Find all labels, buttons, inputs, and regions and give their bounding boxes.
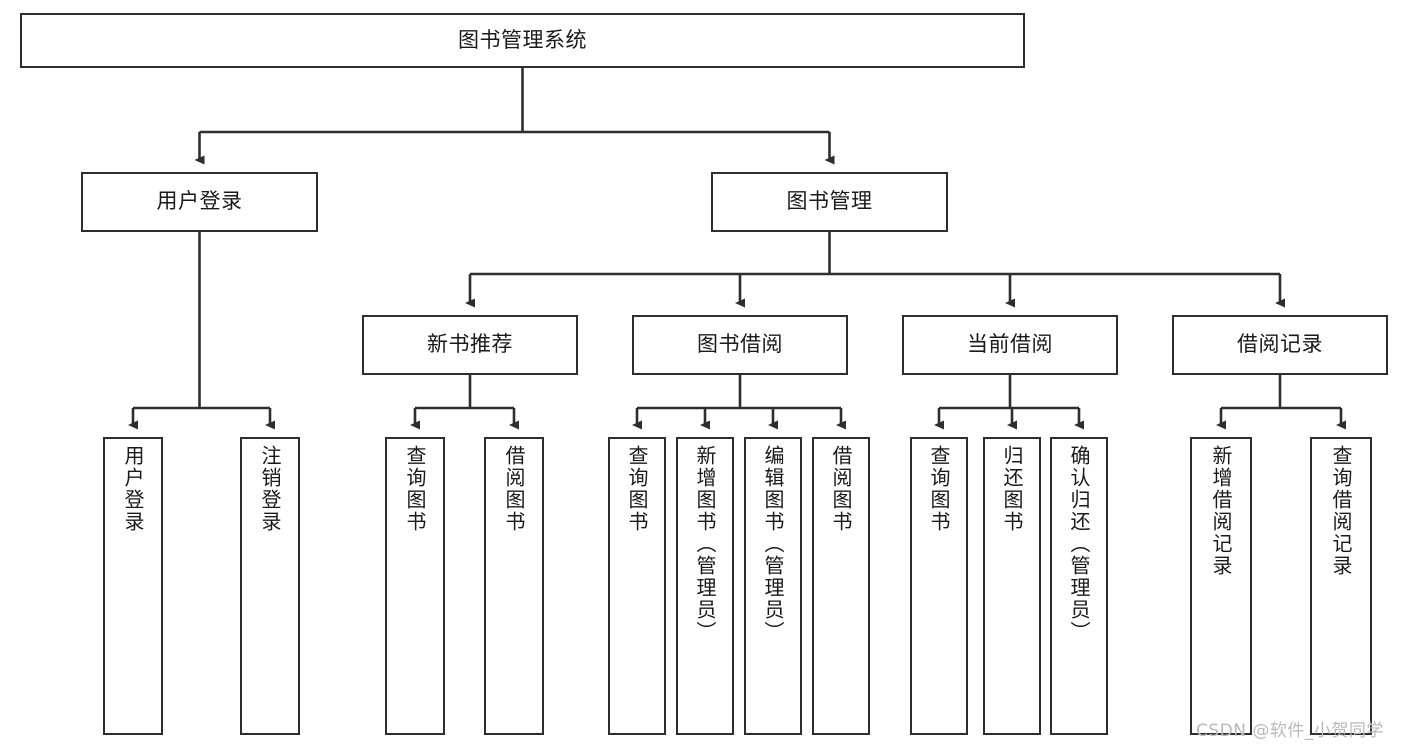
leaf-logout[interactable]: 注销登录 <box>240 437 300 735</box>
node-book-management[interactable]: 图书管理 <box>711 172 948 232</box>
node-new-book-recommend-label: 新书推荐 <box>427 332 513 357</box>
node-root[interactable]: 图书管理系统 <box>20 13 1025 68</box>
leaf-borrow-book[interactable]: 借阅图书 <box>812 437 870 735</box>
leaf-add-borrow-record-label: 新增借阅记录 <box>1209 445 1233 577</box>
node-user-login[interactable]: 用户登录 <box>81 172 318 232</box>
leaf-query-book-borrow[interactable]: 查询图书 <box>608 437 666 735</box>
leaf-query-book-borrow-label: 查询图书 <box>625 445 649 533</box>
leaf-add-borrow-record[interactable]: 新增借阅记录 <box>1190 437 1252 735</box>
node-book-borrow-label: 图书借阅 <box>697 332 783 357</box>
leaf-add-book-admin-label: 新增图书（管理员） <box>693 445 717 643</box>
leaf-edit-book-admin-label: 编辑图书（管理员） <box>761 445 785 643</box>
leaf-borrow-book-label: 借阅图书 <box>829 445 853 533</box>
node-new-book-recommend[interactable]: 新书推荐 <box>362 315 578 375</box>
leaf-user-login-label: 用户登录 <box>121 445 145 533</box>
leaf-user-login[interactable]: 用户登录 <box>103 437 163 735</box>
node-book-borrow[interactable]: 图书借阅 <box>632 315 848 375</box>
leaf-query-book-recommend[interactable]: 查询图书 <box>385 437 445 735</box>
leaf-borrow-book-recommend[interactable]: 借阅图书 <box>484 437 544 735</box>
leaf-query-book-recommend-label: 查询图书 <box>403 445 427 533</box>
leaf-return-book-label: 归还图书 <box>1000 445 1024 533</box>
leaf-borrow-book-recommend-label: 借阅图书 <box>502 445 526 533</box>
leaf-query-borrow-record[interactable]: 查询借阅记录 <box>1310 437 1372 735</box>
leaf-add-book-admin[interactable]: 新增图书（管理员） <box>676 437 734 735</box>
node-current-borrow-label: 当前借阅 <box>967 332 1053 357</box>
node-user-login-label: 用户登录 <box>156 189 243 214</box>
leaf-edit-book-admin[interactable]: 编辑图书（管理员） <box>744 437 802 735</box>
node-current-borrow[interactable]: 当前借阅 <box>902 315 1118 375</box>
node-borrow-record[interactable]: 借阅记录 <box>1172 315 1388 375</box>
node-root-label: 图书管理系统 <box>458 27 587 52</box>
leaf-logout-label: 注销登录 <box>258 445 282 533</box>
leaf-return-book[interactable]: 归还图书 <box>983 437 1041 735</box>
leaf-confirm-return-admin-label: 确认归还（管理员） <box>1067 445 1091 643</box>
leaf-query-book-current-label: 查询图书 <box>927 445 951 533</box>
csdn-watermark: CSDN @软件_小贺同学 <box>1196 721 1384 741</box>
leaf-query-book-current[interactable]: 查询图书 <box>910 437 968 735</box>
node-book-management-label: 图书管理 <box>786 189 873 214</box>
leaf-query-borrow-record-label: 查询借阅记录 <box>1329 445 1353 577</box>
node-borrow-record-label: 借阅记录 <box>1237 332 1323 357</box>
leaf-confirm-return-admin[interactable]: 确认归还（管理员） <box>1050 437 1108 735</box>
